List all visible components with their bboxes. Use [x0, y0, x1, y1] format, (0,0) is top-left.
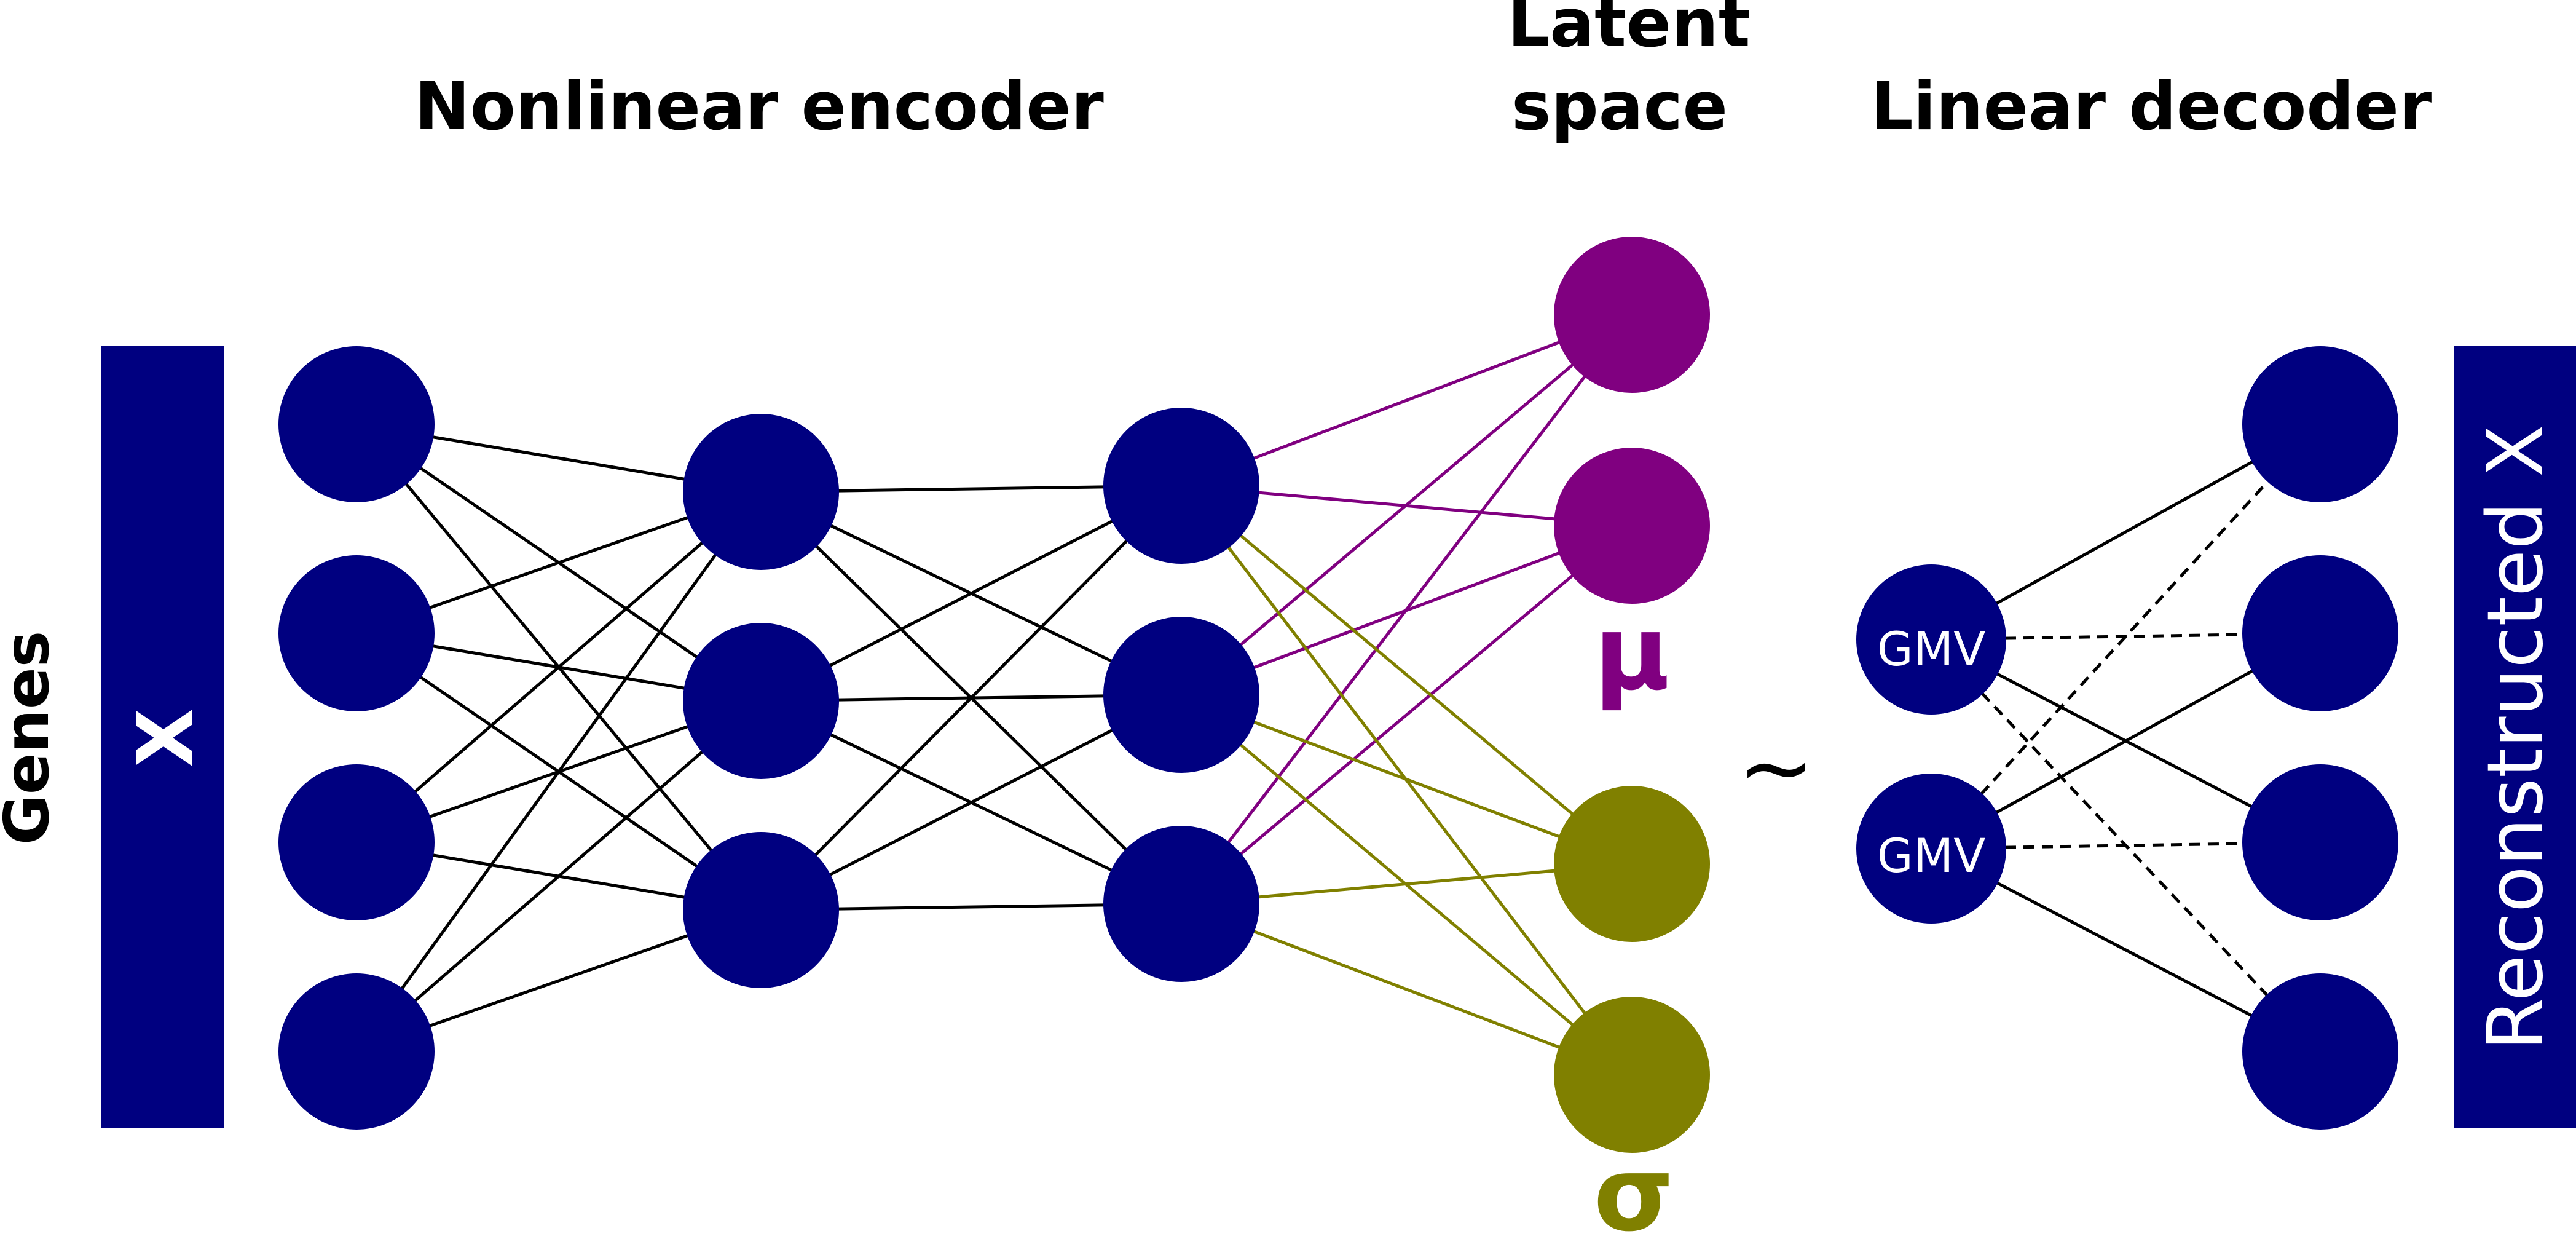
- sigma-edge: [1181, 693, 1633, 866]
- output-node: [2242, 764, 2398, 920]
- mu-node: [1554, 448, 1710, 604]
- network-nodes: [278, 237, 2398, 1153]
- sigma-node: [1554, 786, 1710, 942]
- input-node: [278, 346, 435, 502]
- mu-edge: [1180, 314, 1633, 905]
- encoder-title: Nonlinear encoder: [414, 68, 1104, 145]
- input-node: [278, 764, 435, 920]
- latent-title-line2: space: [1511, 68, 1728, 145]
- mu-edges: [1180, 313, 1633, 905]
- sigma-node: [1554, 997, 1710, 1153]
- encoder-hidden-node: [1103, 408, 1259, 564]
- mu-edge: [1180, 524, 1633, 905]
- output-node: [2242, 973, 2398, 1130]
- output-node: [2242, 346, 2398, 502]
- encoder-edge: [355, 491, 763, 1053]
- decoder-edges: [1930, 422, 2322, 1053]
- input-bar-label: X: [122, 708, 210, 767]
- encoder-hidden-node: [1103, 617, 1259, 773]
- mu-node: [1554, 237, 1710, 393]
- encoder-edge: [355, 491, 762, 844]
- sigma-edge: [1181, 902, 1633, 1077]
- input-node: [278, 973, 435, 1130]
- mu-symbol: μ: [1594, 593, 1670, 713]
- sigma-edge: [1180, 485, 1633, 865]
- encoder-hidden-node: [683, 623, 839, 779]
- input-node: [278, 555, 435, 711]
- genes-label: Genes: [0, 631, 63, 845]
- encoder-edge: [760, 485, 1183, 911]
- encoder-edge: [760, 693, 1183, 912]
- gmv-node-label-1: GMV: [1877, 622, 1985, 676]
- encoder-edge: [760, 484, 1183, 703]
- mu-edge: [1180, 314, 1633, 696]
- latent-title-line1: Latent: [1507, 0, 1750, 62]
- mu-edge: [1181, 313, 1633, 488]
- gmv-node: [1856, 564, 2006, 715]
- encoder-hidden-node: [1103, 826, 1259, 982]
- sampling-tilde: ~: [1738, 715, 1815, 821]
- output-bar-label: Reconstructed X: [2472, 425, 2560, 1051]
- sigma-symbol: σ: [1594, 1134, 1674, 1239]
- output-node: [2242, 555, 2398, 711]
- sigma-edges: [1180, 485, 1633, 1077]
- gmv-node: [1856, 774, 2006, 924]
- encoder-hidden-node: [683, 832, 839, 988]
- gmv-node-label-2: GMV: [1877, 828, 1985, 883]
- output-bar: [2454, 346, 2576, 1128]
- encoder-hidden-node: [683, 414, 839, 570]
- decoder-edge-dashed: [1930, 423, 2322, 850]
- decoder-title: Linear decoder: [1871, 68, 2432, 145]
- encoder-edge: [355, 700, 762, 1053]
- input-bar: [101, 346, 224, 1128]
